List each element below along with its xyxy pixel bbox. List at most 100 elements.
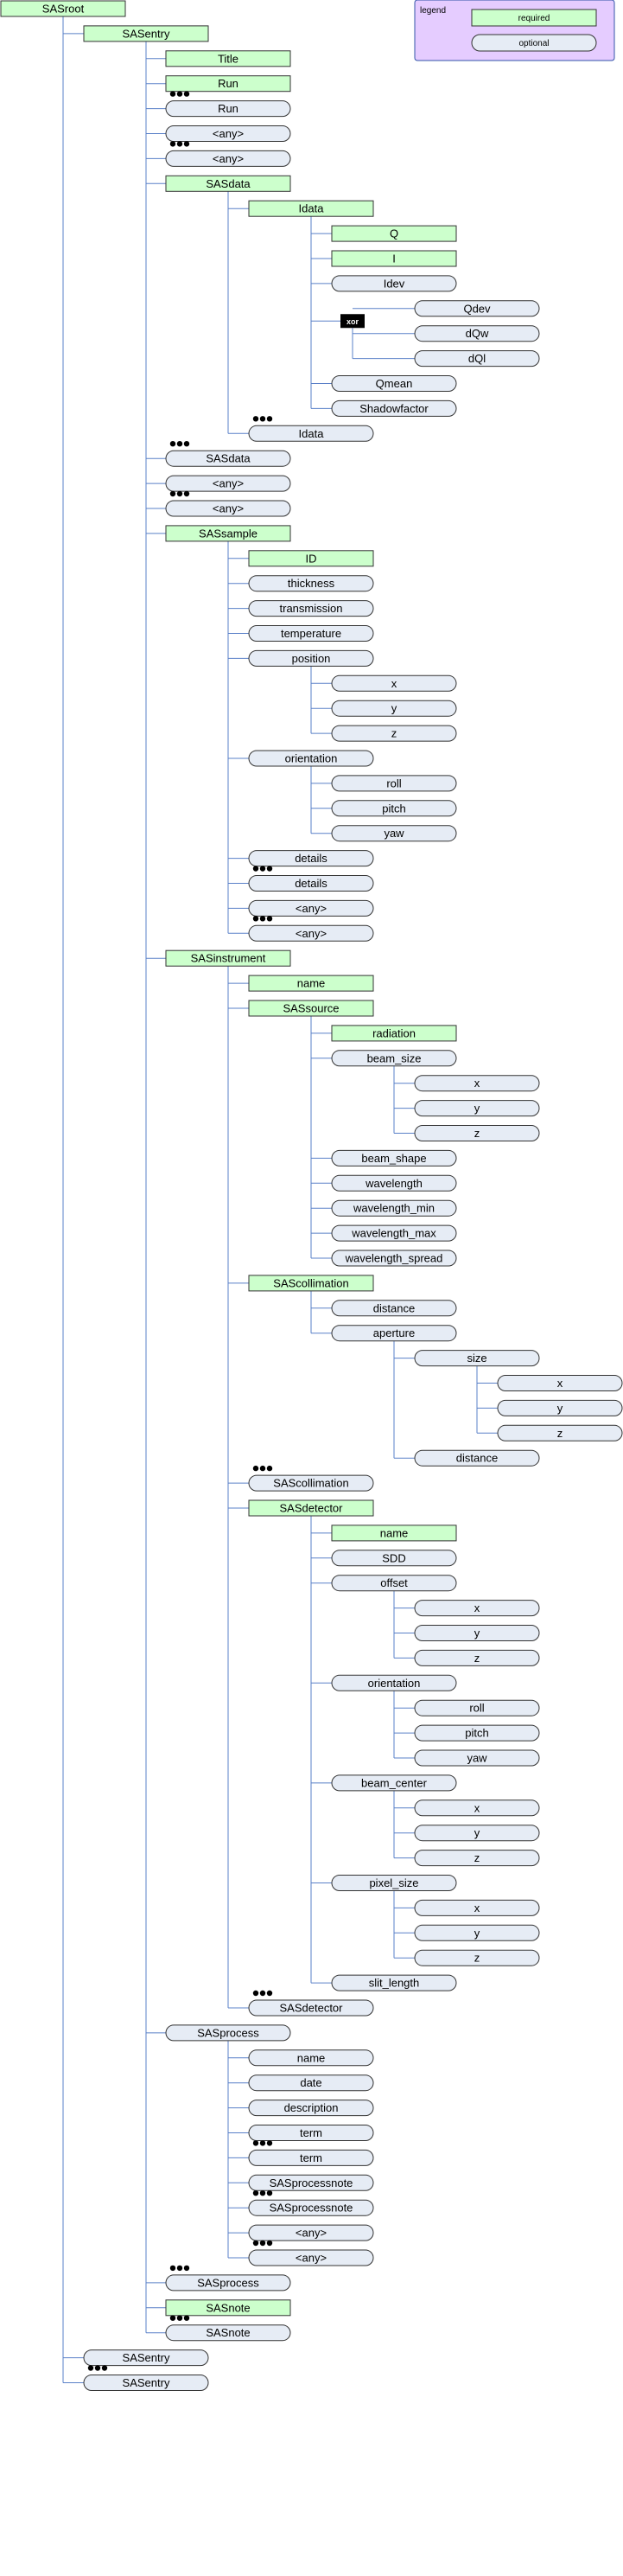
node-thickness: thickness — [248, 575, 374, 592]
node-dql: dQl — [414, 350, 540, 368]
repeat-dot — [183, 91, 190, 97]
node-size-x: x — [497, 1375, 623, 1391]
node-label: radiation — [372, 1026, 416, 1039]
node-label: position — [292, 652, 331, 665]
node-label: y — [474, 1927, 480, 1940]
node-term-1: term — [248, 2125, 374, 2141]
node-position-z: z — [331, 725, 457, 742]
node-sasprocessnote-2: SASprocessnote — [248, 2190, 374, 2216]
node-label: beam_shape — [361, 1152, 426, 1165]
node-label: SASdetector — [280, 2002, 344, 2015]
node-label: Idev — [384, 277, 405, 290]
node-label: distance — [373, 1301, 415, 1314]
node-any-4: <any> — [165, 490, 291, 517]
node-beam-size-z: z — [414, 1125, 540, 1141]
repeat-dot — [169, 91, 176, 97]
node-shadowfactor: Shadowfactor — [331, 400, 457, 417]
node-det-pitch: pitch — [414, 1724, 540, 1742]
node-label: pitch — [465, 1727, 488, 1740]
repeat-dot — [266, 2190, 273, 2196]
node-det-roll: roll — [414, 1699, 540, 1716]
node-label: z — [474, 1851, 480, 1864]
node-pixel-size-y: y — [414, 1924, 540, 1941]
node-sasnote-1: SASnote — [165, 2299, 291, 2317]
optional-node-box — [331, 700, 457, 717]
node-label: z — [474, 1952, 480, 1965]
optional-node-box — [414, 1724, 540, 1742]
repeat-dot — [176, 490, 183, 497]
required-node-box — [0, 0, 126, 17]
required-node-box — [331, 1025, 457, 1042]
required-node-box — [248, 1275, 374, 1292]
optional-node-box — [248, 2249, 374, 2266]
node-label: name — [297, 2051, 326, 2064]
optional-node-box — [414, 1449, 540, 1467]
legend-optional-box — [471, 34, 597, 52]
node-label: SASprocess — [197, 2276, 259, 2289]
node-label: SASentry — [123, 2376, 170, 2389]
optional-node-box — [248, 2074, 374, 2092]
node-sasprocessnote-1: SASprocessnote — [248, 2174, 374, 2191]
repeat-dots-icon — [252, 2240, 273, 2247]
tree-nodes: SASrootSASentryTitleRunRun<any><any>SASd… — [0, 0, 623, 2391]
repeat-dots-icon — [169, 2265, 190, 2272]
repeat-dot — [252, 2190, 259, 2196]
node-beam-center: beam_center — [331, 1774, 457, 1792]
node-label: SASprocessnote — [270, 2176, 353, 2189]
node-label: SASnote — [206, 2301, 250, 2314]
repeat-dot — [266, 2140, 273, 2146]
optional-node-box — [248, 425, 374, 442]
node-pixel-size-x: x — [414, 1899, 540, 1916]
repeat-dot — [176, 91, 183, 97]
node-offset: offset — [331, 1575, 457, 1592]
node-slit-length: slit_length — [331, 1974, 457, 1991]
node-idata-2: Idata — [248, 416, 374, 442]
node-label: y — [391, 702, 397, 715]
node-qmean: Qmean — [331, 375, 457, 392]
node-offset-z: z — [414, 1649, 540, 1666]
repeat-dot — [169, 441, 176, 447]
node-sasentry: SASentry — [83, 25, 209, 42]
node-label: date — [300, 2076, 321, 2089]
node-label: wavelength_max — [351, 1227, 436, 1240]
node-transmission: transmission — [248, 600, 374, 617]
repeat-dot — [176, 441, 183, 447]
node-label: beam_center — [361, 1776, 428, 1789]
node-label: SASdata — [206, 452, 251, 465]
node-label: description — [284, 2101, 339, 2114]
optional-node-box — [165, 475, 291, 492]
node-label: <any> — [296, 2227, 327, 2240]
optional-node-box — [331, 1325, 457, 1342]
optional-node-box — [248, 1474, 374, 1492]
node-position-x: x — [331, 674, 457, 692]
node-beam-center-x: x — [414, 1799, 540, 1817]
repeat-dot — [169, 2265, 176, 2272]
node-label: slit_length — [369, 1977, 420, 1990]
optional-node-box — [83, 2349, 209, 2367]
node-process-any-2: <any> — [248, 2240, 374, 2266]
optional-node-box — [414, 1899, 540, 1916]
node-label: <any> — [296, 902, 327, 915]
repeat-dot — [266, 916, 273, 922]
node-label: Q — [390, 227, 398, 240]
optional-node-box — [331, 1250, 457, 1267]
node-coll-distance: distance — [331, 1300, 457, 1317]
node-beam-center-y: y — [414, 1825, 540, 1842]
repeat-dots-icon — [87, 2365, 108, 2371]
node-sample-any-2: <any> — [248, 916, 374, 942]
repeat-dot — [259, 2190, 266, 2196]
node-details-1: details — [248, 850, 374, 867]
optional-node-box — [331, 1224, 457, 1242]
optional-node-box — [331, 1174, 457, 1192]
node-sasentry-3: SASentry — [83, 2365, 209, 2391]
node-roll: roll — [331, 775, 457, 792]
required-node-box — [248, 1000, 374, 1017]
repeat-dot — [101, 2365, 108, 2371]
node-det-orientation: orientation — [331, 1674, 457, 1691]
required-node-box — [165, 525, 291, 542]
node-process-name: name — [248, 2049, 374, 2067]
repeat-dot — [252, 2140, 259, 2146]
optional-node-box — [414, 300, 540, 317]
node-label: SASroot — [42, 3, 85, 16]
legend-optional-label: optional — [518, 39, 549, 48]
